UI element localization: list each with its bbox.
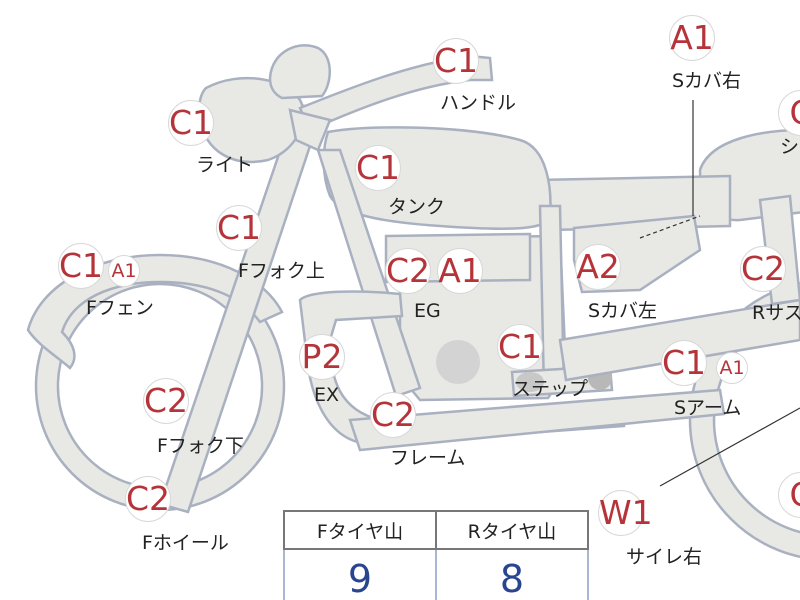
engine-label: EG [414, 300, 441, 322]
swing-arm-sub-badge: A1 [716, 352, 748, 384]
rear-tire-tread-header: Rタイヤ山 [435, 510, 589, 550]
f-fender-label: Fフェン [86, 297, 154, 319]
light-code-badge: C1 [168, 100, 214, 146]
silencer-leader [659, 407, 800, 487]
f-fender-code-badge: C1 [58, 243, 104, 289]
f-wheel-code-badge: C2 [125, 476, 171, 522]
front-tire-tread-header: Fタイヤ山 [283, 510, 437, 550]
s-cover-right-label: Sカバ右 [672, 70, 742, 92]
frame-label: フレーム [390, 447, 466, 469]
tire-tread-header-row: Fタイヤ山 Rタイヤ山 [283, 510, 589, 550]
handle-label: ハンドル [440, 92, 517, 114]
exhaust-label: EX [314, 384, 340, 406]
exhaust-code-badge: P2 [299, 334, 345, 380]
tank-code-badge: C1 [355, 145, 401, 191]
swing-arm-code-badge: C1 [661, 340, 707, 386]
swing-arm-label: Sアーム [674, 397, 742, 419]
silencer-right-code-badge: W1 [598, 490, 653, 536]
s-cover-left-label: Sカバ左 [588, 300, 658, 322]
lower-frame-shape [348, 388, 726, 452]
step-peg [516, 372, 544, 392]
silencer-right-label: サイレ右 [626, 546, 703, 568]
engine-code-badge: C2 [385, 248, 431, 294]
f-fender-sub-badge: A1 [108, 255, 140, 287]
tire-tread-value-row: 9 8 [283, 548, 589, 600]
s-cover-dash [639, 215, 701, 239]
step-code-badge: C1 [497, 324, 543, 370]
f-fork-upper-code-badge: C1 [216, 205, 262, 251]
r-suspension-code-badge: C2 [740, 246, 786, 292]
tank-label: タンク [388, 196, 446, 218]
f-fork-upper-label: Fフォク上 [238, 260, 325, 282]
engine-sub-badge: A1 [437, 248, 483, 294]
f-wheel-label: Fホイール [142, 532, 229, 554]
front-tire-tread-value: 9 [283, 548, 437, 600]
tire-tread-table: Fタイヤ山 Rタイヤ山 9 8 [283, 510, 589, 600]
handle-code-badge: C1 [433, 38, 479, 84]
f-fork-lower-label: Fフォク下 [157, 435, 244, 457]
s-cover-left-code-badge: A2 [575, 244, 621, 290]
frame-rear-tube-shape [538, 204, 566, 394]
f-fork-lower-code-badge: C2 [143, 378, 189, 424]
r-suspension-label: Rサス [752, 302, 800, 324]
s-cover-right-code-badge: A1 [669, 15, 715, 61]
engine-cover-circle [436, 340, 480, 384]
rear-tire-tread-value: 8 [435, 548, 589, 600]
seat-label: シ [780, 136, 800, 158]
meter-shape [268, 44, 331, 100]
light-label: ライト [196, 154, 254, 176]
step-label: ステップ [512, 378, 589, 400]
exhaust-pipe-shape [298, 290, 626, 446]
frame-code-badge: C2 [370, 392, 416, 438]
